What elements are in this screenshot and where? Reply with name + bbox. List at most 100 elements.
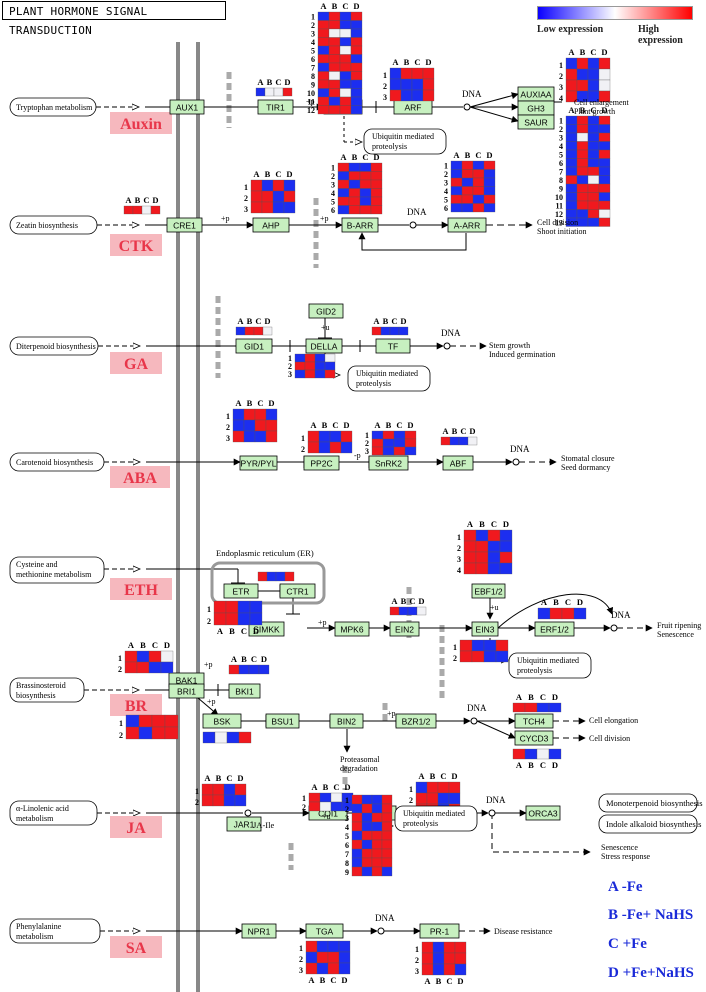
heatmap-cell bbox=[404, 438, 417, 448]
heatmap-row-number: 2 bbox=[195, 798, 199, 807]
heatmap-row-number: 9 bbox=[345, 868, 349, 877]
heatmap-cell bbox=[565, 68, 578, 81]
heatmap-column-letter: A bbox=[568, 105, 575, 115]
gene-label-erf1-2: ERF1/2 bbox=[540, 625, 569, 635]
heatmap-cell bbox=[136, 661, 150, 674]
hormone-box-ctk bbox=[110, 234, 162, 256]
hormone-box-ga bbox=[110, 352, 162, 374]
heatmap-cell bbox=[351, 794, 363, 805]
heatmap-row-number: 2 bbox=[383, 82, 387, 91]
heatmap-cell bbox=[381, 848, 393, 859]
gene-box-cre1 bbox=[166, 217, 203, 233]
heatmap-column-letter: C bbox=[342, 1, 348, 11]
heatmap-cell bbox=[258, 664, 270, 675]
heatmap-row-number: 3 bbox=[331, 181, 335, 190]
heatmap-cell bbox=[305, 940, 318, 953]
heatmap-cell bbox=[450, 160, 463, 170]
heatmap-cell bbox=[471, 639, 485, 652]
heatmap-cell bbox=[307, 441, 320, 454]
heatmap-cell bbox=[316, 962, 329, 975]
dna-label: DNA bbox=[486, 795, 506, 805]
response-label: Shoot initiation bbox=[537, 227, 587, 236]
heatmap-cell bbox=[339, 62, 352, 72]
monoterpenoid-label: Monoterpenoid biosynthesis bbox=[606, 798, 703, 808]
heatmap-cell bbox=[314, 361, 326, 371]
heatmap-cell bbox=[250, 201, 263, 214]
heatmap-gh3 bbox=[565, 57, 611, 103]
heatmap-cell bbox=[382, 446, 395, 456]
heatmap-column-letter: D bbox=[601, 47, 607, 57]
heatmap-cell bbox=[461, 169, 474, 179]
heatmap-cell bbox=[327, 962, 340, 975]
heatmap-ebf bbox=[463, 529, 513, 575]
heatmap-column-letter: D bbox=[552, 760, 558, 770]
heatmap-tch4 bbox=[512, 702, 562, 713]
indole-box bbox=[598, 814, 698, 834]
heatmap-row-number: 7 bbox=[311, 64, 315, 73]
gene-box-bki1 bbox=[228, 683, 261, 699]
heatmap-cell bbox=[565, 132, 578, 142]
heatmap-cell bbox=[565, 200, 578, 210]
heatmap-cell bbox=[348, 179, 361, 189]
heatmap-cell bbox=[458, 436, 469, 446]
heatmap-cell bbox=[432, 941, 445, 954]
membrane-bar-right bbox=[196, 42, 200, 992]
gene-label-tf: TF bbox=[388, 342, 398, 352]
heatmap-column-letter: C bbox=[391, 316, 397, 326]
dna-label: DNA bbox=[467, 703, 487, 713]
heatmap-cell bbox=[463, 529, 477, 542]
heatmap-row-number: 1 bbox=[119, 719, 123, 728]
heatmap-cell bbox=[275, 571, 286, 582]
heatmap-erf bbox=[537, 607, 587, 620]
heatmap-row-number: 8 bbox=[559, 176, 563, 185]
heatmap-abf bbox=[440, 436, 478, 446]
heatmap-row-number: 4 bbox=[559, 94, 563, 103]
condition-d-label: D +Fe+NaHS bbox=[608, 965, 694, 981]
heatmap-cell bbox=[576, 200, 589, 210]
modification-label: +u bbox=[321, 323, 330, 332]
ubiquitin-box-0 bbox=[363, 128, 447, 155]
pathway-label: α-Linolenic acid bbox=[16, 804, 69, 813]
heatmap-cell bbox=[308, 801, 321, 812]
heatmap-cell bbox=[598, 209, 611, 219]
heatmap-row-number: 8 bbox=[345, 859, 349, 868]
gene-label-a-arr: A-ARR bbox=[454, 221, 480, 231]
pathway-label: metabolism bbox=[16, 932, 54, 941]
gene-label-ein2: EIN2 bbox=[395, 625, 414, 635]
heatmap-cell bbox=[536, 702, 550, 713]
heatmap-cell bbox=[389, 67, 402, 80]
heatmap-cell bbox=[587, 57, 600, 70]
heatmap-cell bbox=[598, 79, 611, 92]
heatmap-row-number: 4 bbox=[345, 823, 349, 832]
heatmap-cell bbox=[576, 68, 589, 81]
heatmap-cell bbox=[338, 951, 351, 964]
heatmap-cell bbox=[213, 612, 227, 626]
heatmap-cell bbox=[371, 848, 383, 859]
heatmap-row-number: 1 bbox=[118, 654, 122, 663]
heatmap-cell bbox=[370, 188, 383, 198]
response-label: Seed dormancy bbox=[561, 463, 611, 472]
heatmap-cell bbox=[499, 562, 513, 575]
gene-box-saur bbox=[517, 114, 555, 130]
response-label: Cell division bbox=[537, 218, 578, 227]
pathway-box-0 bbox=[9, 97, 97, 117]
heatmap-cell bbox=[437, 781, 450, 794]
membrane-bar-left bbox=[176, 42, 180, 992]
heatmap-cell bbox=[212, 783, 225, 796]
heatmap-row-number: 5 bbox=[559, 151, 563, 160]
heatmap-row-number: 10 bbox=[307, 89, 315, 98]
heatmap-column-letter: B bbox=[320, 975, 326, 985]
heatmap-cell bbox=[370, 162, 383, 172]
heatmap-column-letter: C bbox=[590, 47, 596, 57]
heatmap-row-number: 4 bbox=[444, 187, 448, 196]
heatmap-cell bbox=[262, 326, 273, 336]
heatmap-cell bbox=[324, 361, 336, 371]
heatmap-cell bbox=[317, 20, 330, 30]
heatmap-cell bbox=[351, 803, 363, 814]
gene-box-ebf1-2 bbox=[471, 583, 506, 599]
modification-label: +u bbox=[490, 603, 499, 612]
dna-label: DNA bbox=[462, 89, 482, 99]
heatmap-cell bbox=[294, 369, 306, 379]
heatmap-cell bbox=[499, 529, 513, 542]
heatmap-cell bbox=[472, 169, 485, 179]
